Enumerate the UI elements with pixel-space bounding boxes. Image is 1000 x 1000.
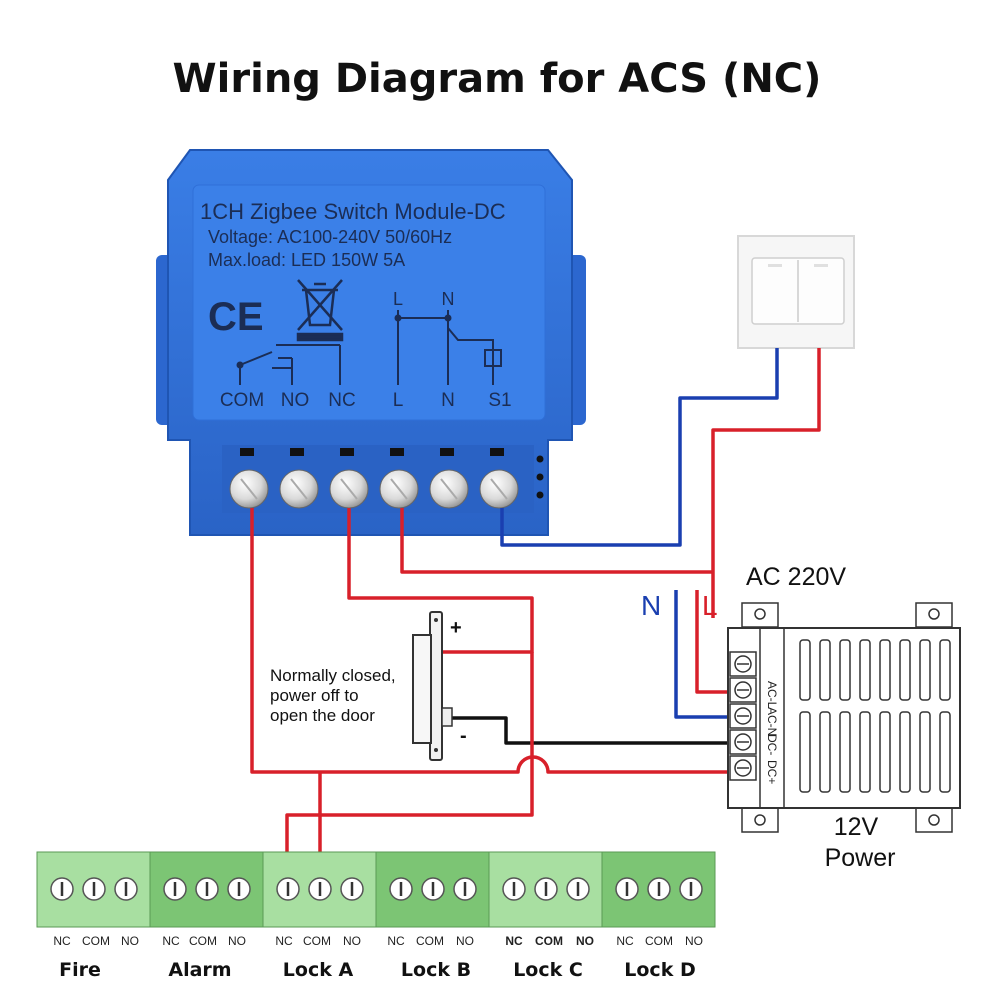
terminal-label-l: L (393, 390, 404, 411)
lock-d-no-label: NO (685, 934, 703, 948)
power-supply (727, 602, 961, 833)
psu-label-dc-minus: DC- (765, 734, 779, 755)
lock-c-nc-label: NC (505, 934, 523, 948)
block-label-alarm: Alarm (168, 959, 231, 981)
ac-220v-label: AC 220V (746, 563, 846, 591)
wire-lock-plus-down (285, 652, 534, 885)
module-screw-terminals (229, 448, 544, 509)
fire-no-label: NO (121, 934, 139, 948)
psu-label-12v: 12V (834, 813, 879, 841)
access-controller-terminals (36, 851, 716, 928)
controller-sub-labels: NC COM NO NC COM NO NC COM NO NC COM NO … (53, 934, 703, 948)
fire-com-label: COM (82, 934, 110, 948)
psu-label-dc-plus: DC+ (765, 760, 779, 784)
lock-a-nc-label: NC (275, 934, 293, 948)
block-label-lock-b: Lock B (401, 959, 471, 981)
block-label-lock-c: Lock C (513, 959, 583, 981)
terminal-label-s1: S1 (488, 390, 511, 411)
module-name: 1CH Zigbee Switch Module-DC (200, 199, 506, 224)
module-voltage: Voltage: AC100-240V 50/60Hz (208, 227, 452, 247)
lock-a-com-label: COM (303, 934, 331, 948)
module-top-l-label: L (393, 289, 403, 309)
wire-ac-n (674, 590, 740, 719)
door-note-line3: open the door (270, 706, 375, 725)
terminal-label-no: NO (281, 390, 310, 411)
wire-module-l (400, 508, 713, 574)
terminal-label-com: COM (220, 390, 264, 411)
block-label-lock-a: Lock A (283, 959, 354, 981)
wire-ac-l (695, 590, 740, 694)
wire-switch-l (711, 348, 821, 618)
psu-label-ac-l: AC-L (765, 681, 779, 709)
page-title: Wiring Diagram for ACS (NC) (173, 56, 822, 102)
lock-b-nc-label: NC (387, 934, 405, 948)
wire-dc-minus (448, 716, 740, 745)
terminal-label-n: N (441, 390, 455, 411)
module-top-n-label: N (442, 289, 455, 309)
ce-mark: CE (208, 295, 264, 339)
lock-b-com-label: COM (416, 934, 444, 948)
door-lock (412, 611, 453, 761)
block-label-fire: Fire (59, 959, 101, 981)
alarm-nc-label: NC (162, 934, 180, 948)
zigbee-module: 1CH Zigbee Switch Module-DC Voltage: AC1… (156, 149, 586, 536)
lock-a-no-label: NO (343, 934, 361, 948)
psu-terminal-screws (729, 651, 757, 781)
lock-plus-label: + (450, 617, 462, 639)
lock-minus-label: - (460, 725, 467, 747)
wire-switch-s1 (500, 348, 779, 547)
wall-switch (737, 235, 855, 349)
psu-label-power: Power (825, 844, 896, 872)
alarm-no-label: NO (228, 934, 246, 948)
lock-c-com-label: COM (535, 934, 563, 948)
n-label: N (641, 590, 661, 621)
weee-bin-icon (296, 279, 344, 342)
fire-nc-label: NC (53, 934, 71, 948)
lock-b-no-label: NO (456, 934, 474, 948)
block-label-lock-d: Lock D (624, 959, 695, 981)
door-note-line1: Normally closed, (270, 666, 396, 685)
relay-schematic-icon (236, 344, 341, 385)
lock-d-com-label: COM (645, 934, 673, 948)
terminal-label-nc: NC (328, 390, 355, 411)
lock-d-nc-label: NC (616, 934, 634, 948)
wire-nc-lock (347, 508, 534, 654)
module-maxload: Max.load: LED 150W 5A (208, 250, 405, 270)
wire-com (250, 508, 740, 774)
lock-c-no-label: NO (576, 934, 594, 948)
psu-label-ac-n: AC-N (765, 707, 779, 736)
alarm-com-label: COM (189, 934, 217, 948)
door-note-line2: power off to (270, 686, 359, 705)
input-schematic-icon (394, 310, 502, 385)
l-label: L (702, 590, 718, 621)
